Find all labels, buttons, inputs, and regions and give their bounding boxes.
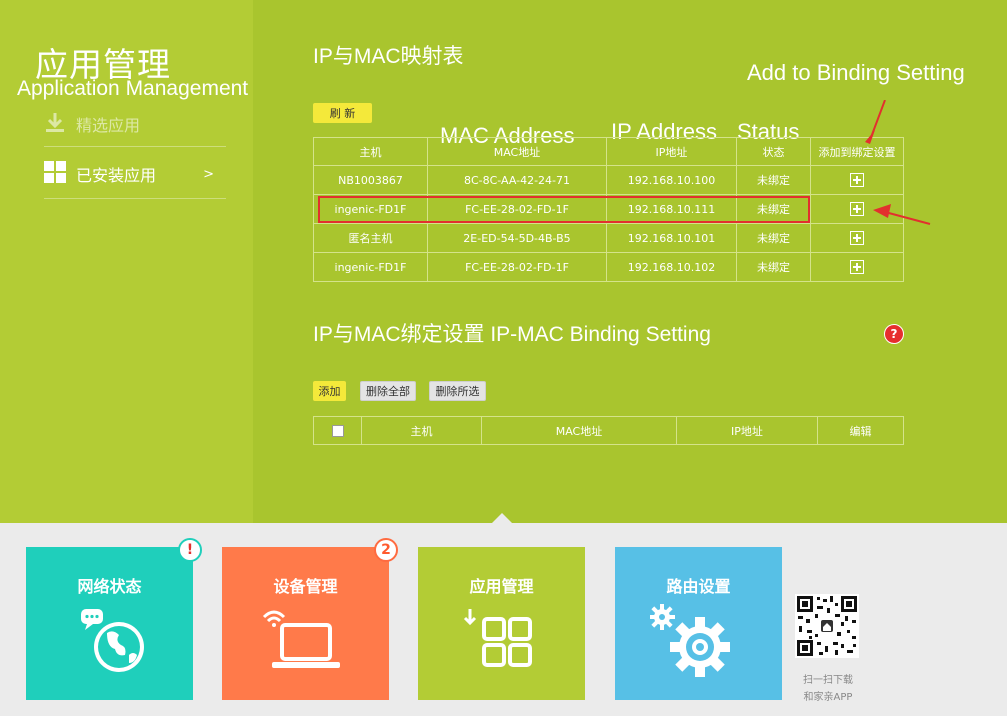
binding-title: IP与MAC绑定设置 IP-MAC Binding Setting <box>313 323 711 346</box>
sidebar: 应用管理 Application Management 精选应用 已安装应用 > <box>0 0 253 523</box>
ip-cell: 192.168.10.101 <box>606 223 737 253</box>
tile-label: 应用管理 <box>469 577 534 596</box>
grid-icon <box>44 161 66 187</box>
gear-icon <box>650 604 730 677</box>
refresh-button[interactable]: 刷 新 <box>313 103 372 123</box>
add-binding-plus-icon[interactable] <box>850 173 864 187</box>
sidebar-item-label: 精选应用 <box>76 116 141 135</box>
tile-network-status[interactable]: 网络状态 <box>26 547 193 700</box>
status-cell: 未绑定 <box>736 165 811 195</box>
status-cell: 未绑定 <box>736 252 811 282</box>
host-cell: ingenic-FD1F <box>313 194 428 224</box>
tile-router-settings[interactable]: 路由设置 <box>615 547 782 700</box>
add-button[interactable]: 添加 <box>313 381 346 401</box>
column-header: 添加到绑定设置 <box>810 137 904 166</box>
sidebar-item-installed-apps[interactable]: 已安装应用 > <box>44 154 226 194</box>
tile-app-management[interactable]: 应用管理 <box>418 547 585 700</box>
download-icon <box>44 111 66 137</box>
laptop-wifi-icon <box>262 610 340 668</box>
help-icon[interactable]: ? <box>884 324 904 344</box>
add-binding-plus-icon[interactable] <box>850 231 864 245</box>
column-header: 编辑 <box>817 416 904 445</box>
add-binding-plus-icon[interactable] <box>850 202 864 216</box>
sidebar-subtitle-annotation: Application Management <box>17 77 249 100</box>
tile-device-management[interactable]: 设备管理 <box>222 547 389 700</box>
column-header: 主机 <box>361 416 482 445</box>
add-binding-plus-icon[interactable] <box>850 260 864 274</box>
alert-badge: ! <box>178 538 202 562</box>
select-all-checkbox[interactable] <box>331 425 344 437</box>
tile-label: 网络状态 <box>77 577 142 596</box>
status-cell: 未绑定 <box>736 223 811 253</box>
delete-all-button[interactable]: 删除全部 <box>360 381 416 401</box>
tile-label: 设备管理 <box>273 577 338 596</box>
column-header: 状态 <box>736 137 811 166</box>
host-cell: NB1003867 <box>313 165 428 195</box>
column-header: MAC地址 <box>481 416 677 445</box>
notification-count-badge: 2 <box>374 538 398 562</box>
mac-cell: 2E-ED-54-5D-4B-B5 <box>427 223 607 253</box>
table-row: NB1003867 8C-8C-AA-42-24-71 192.168.10.1… <box>313 165 904 195</box>
host-cell: 匿名主机 <box>313 223 428 253</box>
qr-code-image <box>795 594 859 658</box>
active-indicator <box>492 513 512 523</box>
table-header-row: 主机 MAC地址 IP地址 状态 添加到绑定设置 <box>313 137 904 166</box>
mac-cell: FC-EE-28-02-FD-1F <box>427 252 607 282</box>
sidebar-item-featured-apps[interactable]: 精选应用 <box>44 104 226 144</box>
table-header-row: 主机 MAC地址 IP地址 编辑 <box>313 416 904 445</box>
host-cell: ingenic-FD1F <box>313 252 428 282</box>
annotation-add-to-binding: Add to Binding Setting <box>747 60 965 85</box>
divider <box>44 198 226 199</box>
mapping-title: IP与MAC映射表 <box>313 45 464 68</box>
delete-selected-button[interactable]: 删除所选 <box>429 381 486 401</box>
globe-chat-icon <box>81 609 144 672</box>
status-cell: 未绑定 <box>736 194 811 224</box>
mac-cell: 8C-8C-AA-42-24-71 <box>427 165 607 195</box>
binding-table: 主机 MAC地址 IP地址 编辑 <box>313 416 904 445</box>
highlight-box <box>318 196 810 223</box>
column-header: IP地址 <box>676 416 818 445</box>
table-row: 匿名主机 2E-ED-54-5D-4B-B5 192.168.10.101 未绑… <box>313 223 904 253</box>
column-header: MAC地址 <box>427 137 607 166</box>
table-row: ingenic-FD1F FC-EE-28-02-FD-1F 192.168.1… <box>313 252 904 282</box>
column-header: 主机 <box>313 137 428 166</box>
ip-cell: 192.168.10.102 <box>606 252 737 282</box>
column-header: IP地址 <box>606 137 737 166</box>
apps-grid-icon <box>463 609 532 667</box>
ip-cell: 192.168.10.100 <box>606 165 737 195</box>
chevron-right-icon: > <box>203 166 214 182</box>
annotation-arrows <box>865 100 931 225</box>
tile-label: 路由设置 <box>666 577 731 596</box>
mac-cell: FC-EE-28-02-FD-1F <box>427 194 607 224</box>
divider <box>44 146 226 147</box>
qr-caption-line2: 和家亲APP <box>803 692 853 703</box>
sidebar-item-label: 已安装应用 <box>76 166 157 185</box>
sidebar-title: 应用管理 <box>35 45 171 84</box>
qr-caption-line1: 扫一扫下载 <box>803 675 853 686</box>
